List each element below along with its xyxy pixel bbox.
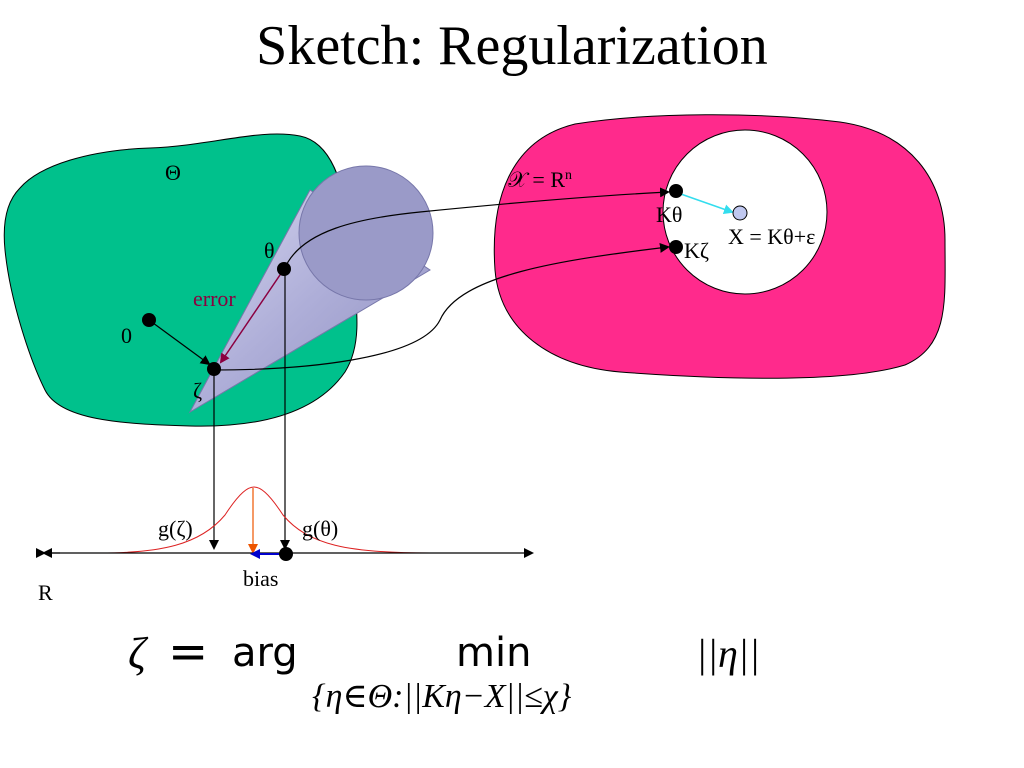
kzeta-label: Kζ [684,238,709,263]
zero-label: 0 [121,323,132,348]
kzeta-point [669,240,683,254]
residual-arrow [677,192,734,215]
theta-point [277,262,291,276]
g-theta-label: g(θ) [302,516,338,541]
ktheta-point [669,184,683,198]
g-zeta-label: g(ζ) [158,516,193,541]
real-line-label: R [38,580,53,605]
zero-point [142,313,156,327]
slide-title: Sketch: Regularization [256,15,768,77]
zeta-label: ζ [193,378,202,403]
observation-label: X = Kθ+ε [728,224,815,249]
error-label: error [193,286,236,311]
observation-point [732,205,748,221]
zero-to-zeta-arrow [148,319,211,366]
data-space-region [493,114,946,379]
map-theta-to-ktheta [283,187,670,271]
error-arrow [219,271,283,364]
bias-label: bias [243,566,278,591]
data-space-label-sup: n [565,168,572,183]
data-space-label-main: 𝒳 = R [508,167,565,192]
theta-label: θ [264,238,275,263]
density-curve [99,486,431,554]
map-zeta-to-kzeta [213,242,670,371]
data-space-label: 𝒳 = Rn [508,167,572,192]
theta-set-label: Θ [165,160,181,185]
cone-cap [298,165,434,301]
zeta-point [207,362,221,376]
g-theta-point [279,547,293,561]
ktheta-label: Kθ [656,202,682,227]
